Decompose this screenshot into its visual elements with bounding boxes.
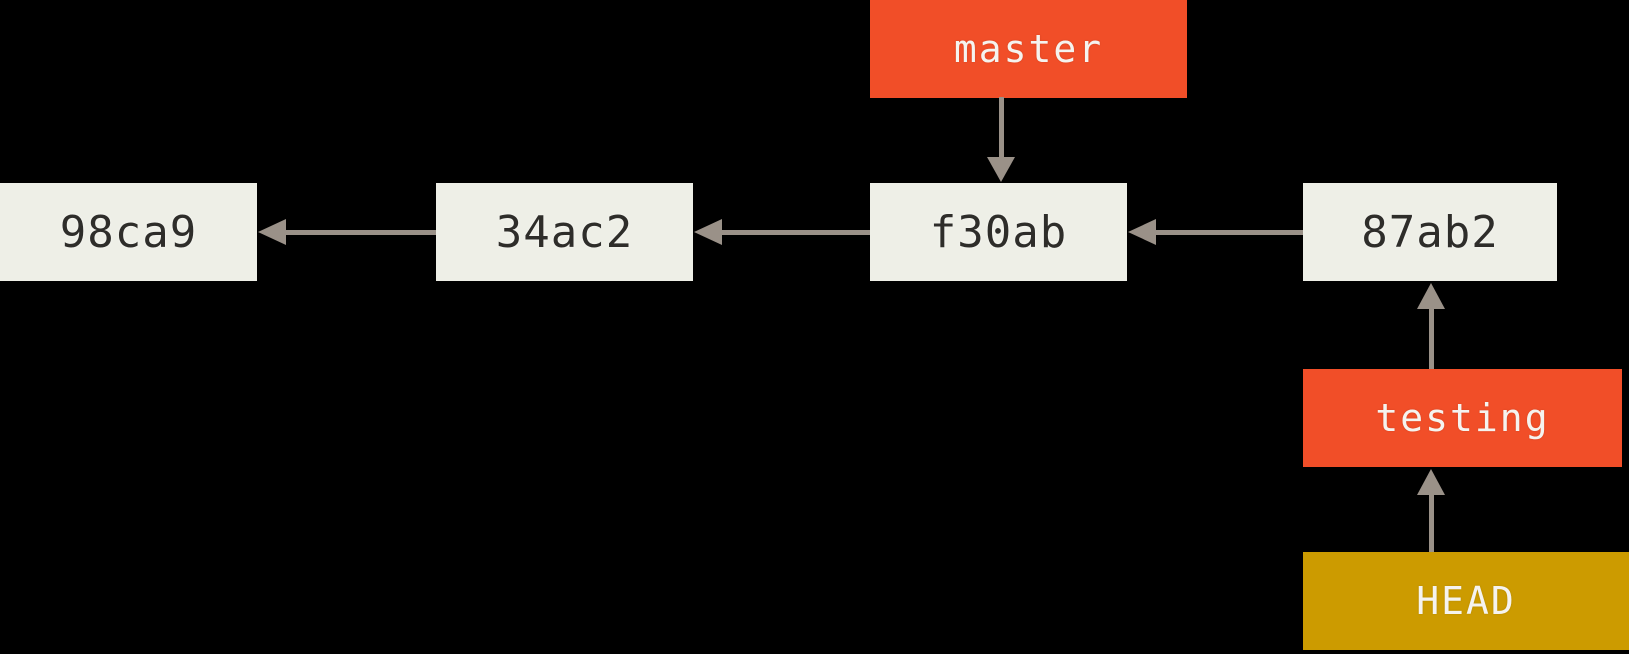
arrow-line: [1154, 230, 1303, 235]
head-name-label: HEAD: [1416, 579, 1516, 623]
arrow-line: [284, 230, 436, 235]
arrowhead-left-icon: [1128, 219, 1156, 245]
arrowhead-up-icon: [1417, 469, 1445, 495]
arrowhead-left-icon: [694, 219, 722, 245]
commit-node-34ac2: 34ac2: [436, 183, 693, 281]
branch-name-label: master: [953, 27, 1104, 71]
branch-label-master: master: [870, 0, 1187, 98]
commit-hash-label: 34ac2: [495, 206, 634, 258]
arrow-line: [999, 97, 1004, 159]
commit-node-98ca9: 98ca9: [0, 183, 257, 281]
arrowhead-up-icon: [1417, 283, 1445, 309]
commit-node-f30ab: f30ab: [870, 183, 1127, 281]
arrow-line: [720, 230, 870, 235]
commit-hash-label: 87ab2: [1361, 206, 1499, 258]
arrow-line: [1429, 307, 1434, 369]
head-label: HEAD: [1303, 552, 1629, 650]
commit-node-87ab2: 87ab2: [1303, 183, 1557, 281]
commit-hash-label: 98ca9: [59, 206, 198, 258]
arrowhead-down-icon: [987, 157, 1015, 182]
branch-name-label: testing: [1375, 396, 1550, 440]
arrow-line: [1429, 491, 1434, 552]
branch-label-testing: testing: [1303, 369, 1622, 467]
commit-hash-label: f30ab: [929, 206, 1068, 258]
arrowhead-left-icon: [258, 219, 286, 245]
